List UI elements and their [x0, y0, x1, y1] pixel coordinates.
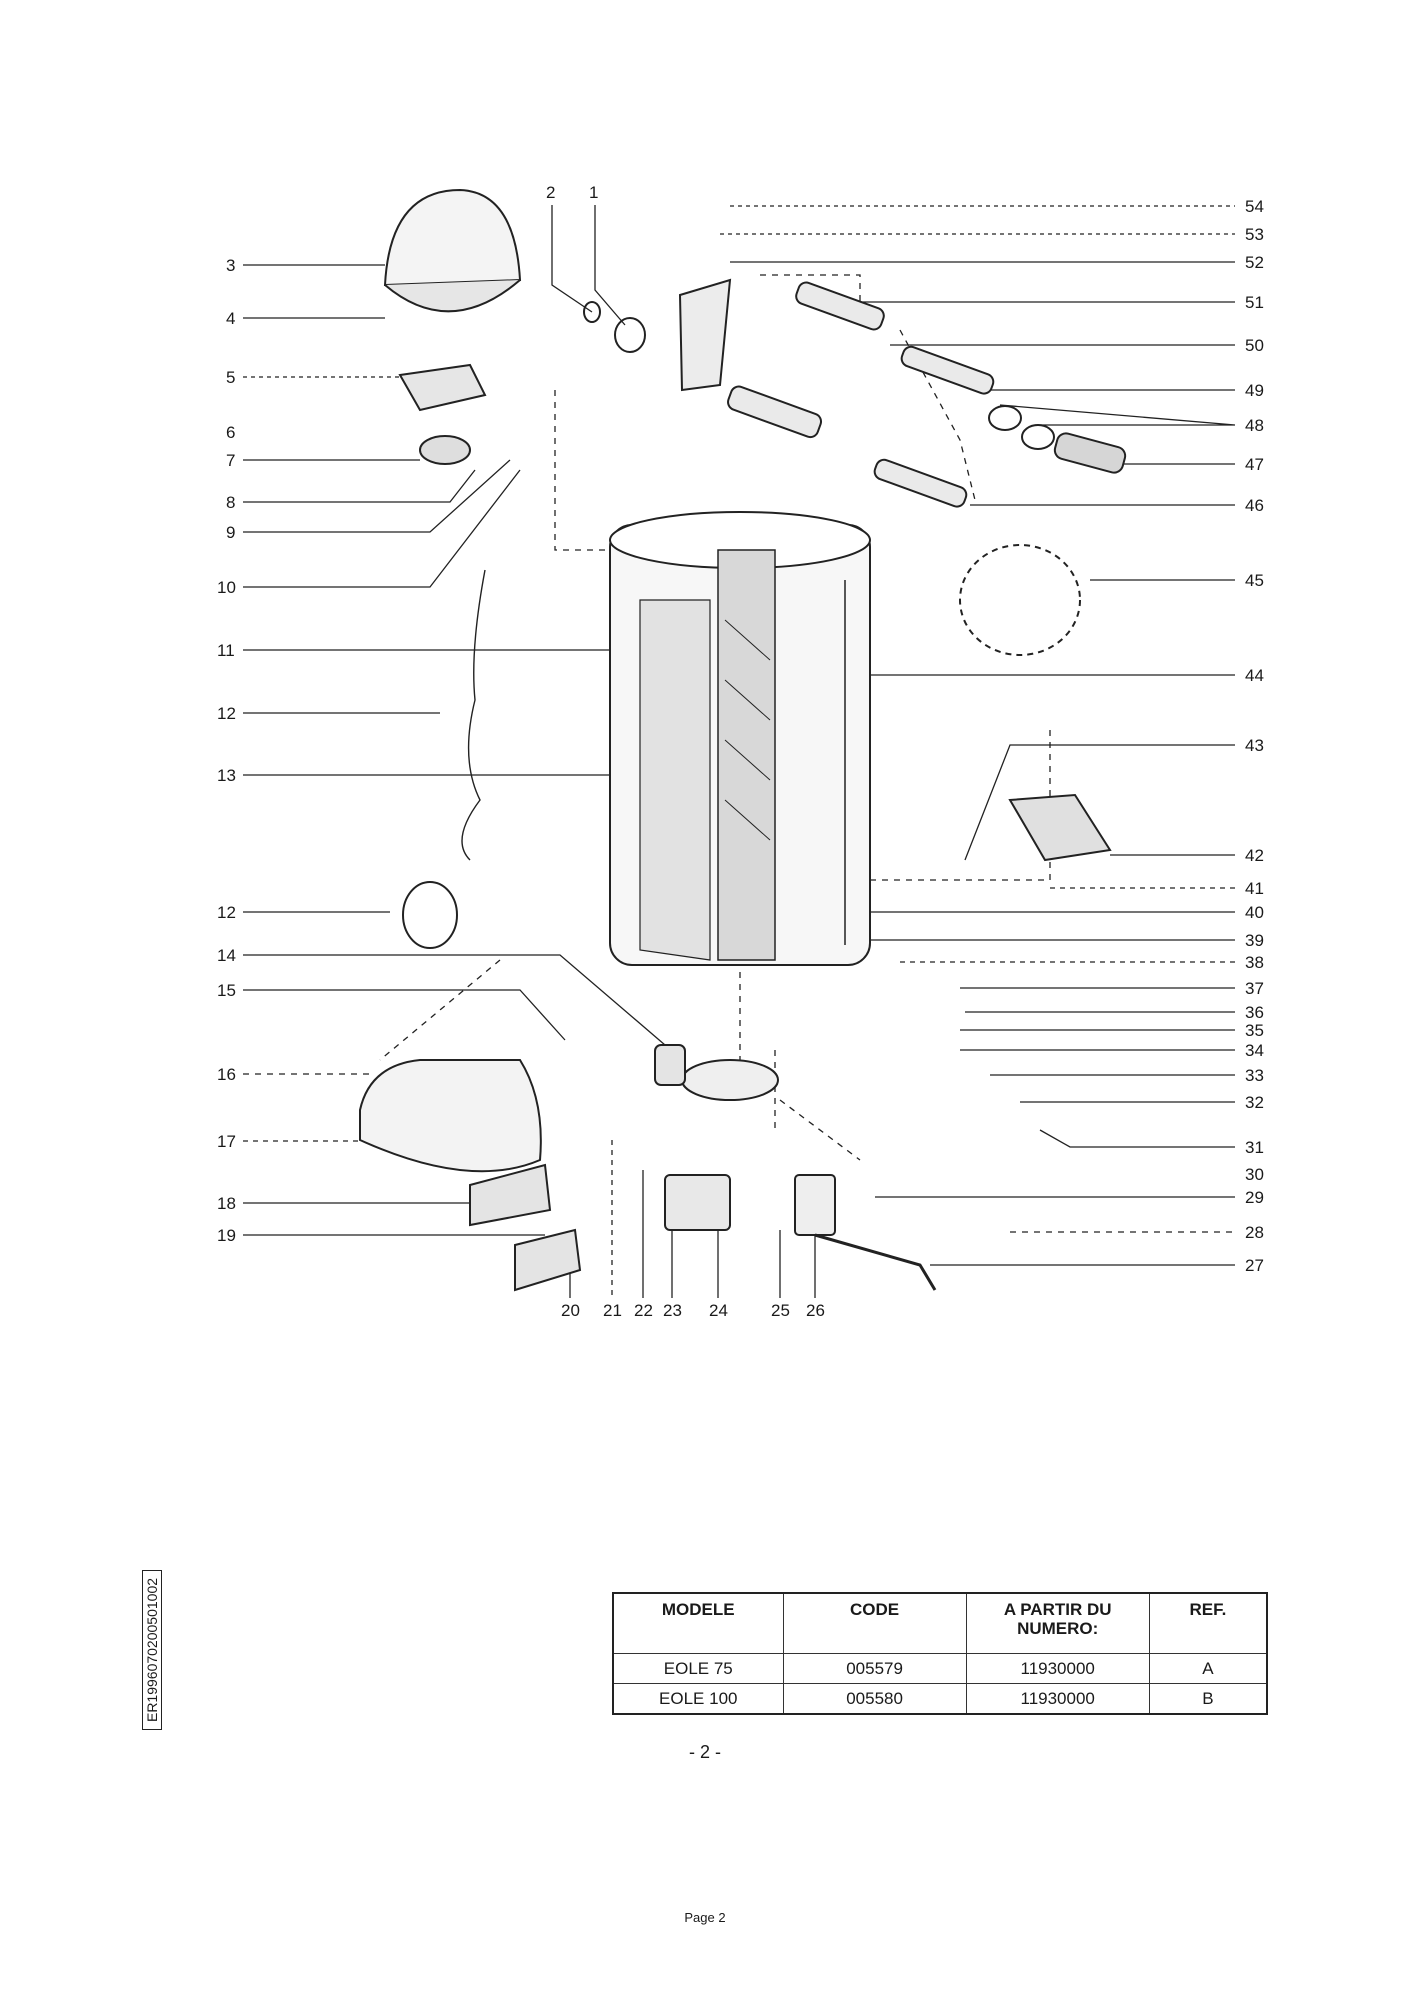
callout-51: 51: [1245, 293, 1264, 312]
callout-46: 46: [1245, 496, 1264, 515]
callout-12-cable: 12: [217, 903, 236, 922]
callout-44: 44: [1245, 666, 1264, 685]
callout-52: 52: [1245, 253, 1264, 272]
cell-modele: EOLE 100: [612, 1683, 784, 1715]
callout-21: 21: [603, 1301, 622, 1320]
header-a-partir-line2: NUMERO:: [1017, 1619, 1099, 1638]
header-ref: REF.: [1148, 1592, 1268, 1654]
callout-19: 19: [217, 1226, 236, 1245]
cell-numero: 11930000: [965, 1653, 1150, 1684]
callout-41: 41: [1245, 879, 1264, 898]
callout-35: 35: [1245, 1021, 1264, 1040]
callout-45: 45: [1245, 571, 1264, 590]
cell-code: 005579: [782, 1653, 967, 1684]
document-reference-text: ER1996070200501002: [144, 1577, 160, 1723]
callout-10: 10: [217, 578, 236, 597]
callout-40: 40: [1245, 903, 1264, 922]
callout-3: 3: [226, 256, 235, 275]
callout-5: 5: [226, 368, 235, 387]
callout-43: 43: [1245, 736, 1264, 755]
callout-26: 26: [806, 1301, 825, 1320]
callout-54: 54: [1245, 197, 1264, 216]
callout-13: 13: [217, 766, 236, 785]
callout-49: 49: [1245, 381, 1264, 400]
callout-29: 29: [1245, 1188, 1264, 1207]
callout-11: 11: [217, 641, 235, 660]
table-row: EOLE 100 005580 11930000 B: [612, 1683, 1268, 1715]
callout-37: 37: [1245, 979, 1264, 998]
callout-18: 18: [217, 1194, 236, 1213]
callout-38: 38: [1245, 953, 1264, 972]
callout-28: 28: [1245, 1223, 1264, 1242]
callout-25: 25: [771, 1301, 790, 1320]
callout-50: 50: [1245, 336, 1264, 355]
header-modele: MODELE: [612, 1592, 784, 1654]
callout-36: 36: [1245, 1003, 1264, 1022]
page-number: - 2 -: [688, 1742, 721, 1762]
callout-47: 47: [1245, 455, 1264, 474]
callout-4: 4: [226, 309, 235, 328]
callout-48: 48: [1245, 416, 1264, 435]
header-a-partir: A PARTIR DU NUMERO:: [965, 1592, 1150, 1654]
callout-27: 27: [1245, 1256, 1264, 1275]
callout-6: 6: [226, 423, 235, 442]
cell-numero: 11930000: [965, 1683, 1150, 1715]
callout-1: 1: [589, 183, 598, 202]
callout-9: 9: [226, 523, 235, 542]
document-reference-code: ER1996070200501002: [142, 1570, 162, 1730]
callout-32: 32: [1245, 1093, 1264, 1112]
callout-7: 7: [226, 451, 235, 470]
callout-39: 39: [1245, 931, 1264, 950]
callout-42: 42: [1245, 846, 1264, 865]
model-table: MODELE CODE A PARTIR DU NUMERO: REF. EOL…: [612, 1592, 1268, 1715]
callout-23: 23: [663, 1301, 682, 1320]
callout-30: 30: [1245, 1165, 1264, 1184]
callout-8: 8: [226, 493, 235, 512]
cell-ref: B: [1148, 1683, 1268, 1715]
callout-22: 22: [634, 1301, 653, 1320]
callout-16: 16: [217, 1065, 236, 1084]
cell-ref: A: [1148, 1653, 1268, 1684]
callout-33: 33: [1245, 1066, 1264, 1085]
header-a-partir-line1: A PARTIR DU: [1003, 1600, 1112, 1619]
callout-14: 14: [217, 946, 236, 965]
callout-31: 31: [1245, 1138, 1264, 1157]
callout-12-harness: 12: [217, 704, 236, 723]
callout-2: 2: [546, 183, 555, 202]
page-footer: Page 2: [684, 1910, 726, 1925]
callout-34: 34: [1245, 1041, 1264, 1060]
header-code: CODE: [782, 1592, 967, 1654]
cell-modele: EOLE 75: [612, 1653, 784, 1684]
callout-24: 24: [709, 1301, 728, 1320]
callout-17: 17: [217, 1132, 236, 1151]
model-table-header: MODELE CODE A PARTIR DU NUMERO: REF.: [612, 1592, 1268, 1654]
callout-53: 53: [1245, 225, 1264, 244]
callout-15: 15: [217, 981, 236, 1000]
table-row: EOLE 75 005579 11930000 A: [612, 1653, 1268, 1684]
cell-code: 005580: [782, 1683, 967, 1715]
callout-20: 20: [561, 1301, 580, 1320]
exploded-parts-diagram: 54 53 52 51 50 49 48 47 46 45 44 43 42 4…: [217, 183, 1264, 1320]
